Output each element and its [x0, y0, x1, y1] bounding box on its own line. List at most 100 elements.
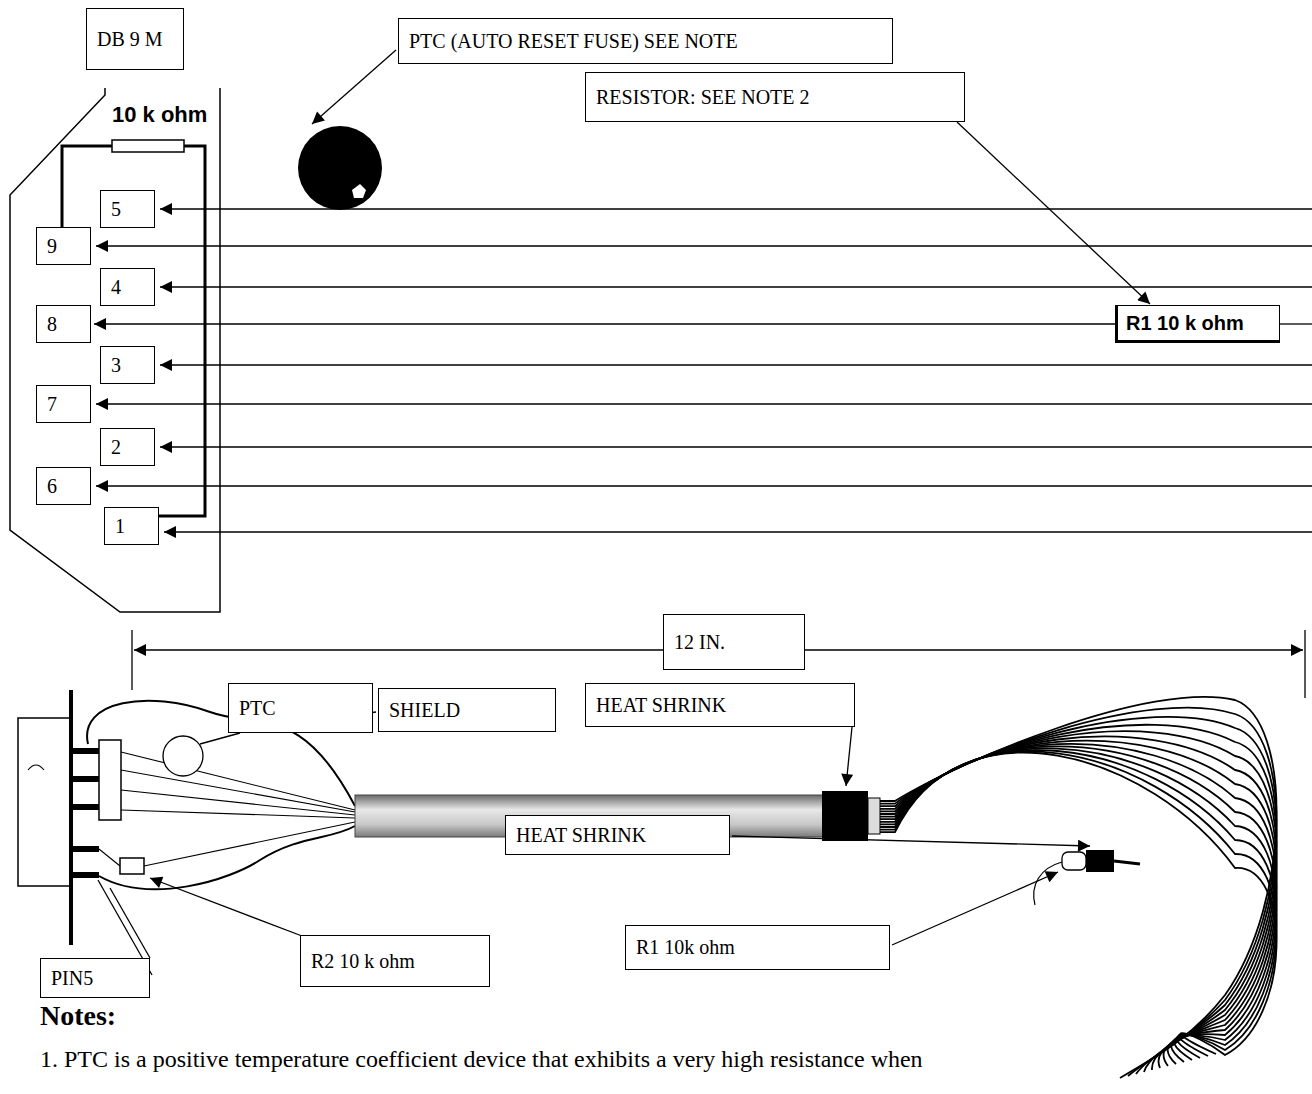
ptc-highlight [352, 184, 366, 198]
connector [94, 323, 1115, 324]
pin-number: 6 [36, 467, 91, 505]
resistor-symbol [112, 140, 184, 152]
wire [121, 810, 355, 818]
callout-box: HEAT SHRINK [585, 683, 855, 727]
connector-flange [69, 690, 73, 945]
callout-box: PTC (AUTO RESET FUSE) SEE NOTE [398, 18, 893, 64]
pin-wire [1280, 323, 1312, 324]
callout-box: RESISTOR: SEE NOTE 2 [585, 72, 965, 122]
pin-wire [160, 446, 1312, 447]
r2-resistor [120, 858, 144, 874]
wire [880, 753, 1277, 1055]
pin-number: 7 [36, 385, 91, 423]
wire [880, 736, 1277, 1068]
box-text: PTC [239, 697, 276, 720]
leader-line [732, 836, 1090, 846]
note-text: 1. PTC is a positive temperature coeffic… [40, 1046, 923, 1073]
r1-resistor [1062, 852, 1086, 870]
wire [99, 849, 120, 866]
pin-wire [96, 485, 1312, 486]
leader-line [846, 727, 852, 786]
box-text: 9 [47, 235, 57, 258]
box-text: DB 9 M [97, 28, 163, 51]
callout-box: R1 10k ohm [625, 925, 890, 970]
wire [880, 708, 1277, 1076]
heat-shrink [1086, 850, 1114, 872]
connector-shell [18, 718, 70, 886]
box-text: HEAT SHRINK [596, 694, 726, 717]
pin-number: 2 [100, 428, 155, 466]
pin-number: 5 [100, 190, 155, 228]
pin-number: 3 [100, 346, 155, 384]
pin-wire [160, 286, 1312, 287]
pin-contact [73, 846, 99, 852]
wire [880, 751, 1277, 1056]
leader-line [312, 50, 396, 124]
callout-box: SHIELD [378, 688, 556, 732]
wire [1114, 861, 1140, 864]
dimension-tick [1304, 630, 1305, 698]
connector-label: DB 9 M [86, 8, 184, 70]
callout-box: PTC [228, 683, 373, 733]
wire [880, 746, 1277, 1062]
resistor-wire [159, 146, 205, 516]
box-text: 8 [47, 313, 57, 336]
resistor-value: 10 k ohm [112, 102, 207, 128]
box-text: HEAT SHRINK [516, 824, 646, 847]
wire [121, 770, 355, 812]
box-text: 6 [47, 475, 57, 498]
solder-block [99, 740, 121, 820]
callout-box: R2 10 k ohm [300, 935, 490, 987]
box-text: 5 [111, 198, 121, 221]
leader-line [110, 888, 150, 958]
wire [880, 731, 1277, 1070]
wire [880, 725, 1277, 1072]
box-text: RESISTOR: SEE NOTE 2 [596, 86, 810, 109]
resistor-box: R1 10 k ohm [1115, 305, 1280, 343]
box-text: R1 10 k ohm [1126, 312, 1244, 335]
connector [957, 122, 1150, 304]
dimension-tick [131, 630, 132, 690]
pin-wire [164, 531, 1312, 532]
wire [880, 744, 1277, 1064]
shield-wire [99, 826, 355, 889]
wire [144, 822, 355, 866]
wire [121, 752, 355, 810]
callout-box: HEAT SHRINK [505, 815, 730, 855]
box-text: R1 10k ohm [636, 936, 735, 959]
pin-contact [73, 776, 99, 782]
wire [1034, 862, 1062, 905]
wire [880, 750, 1277, 1058]
pin-contact [73, 804, 99, 810]
box-text: 3 [111, 354, 121, 377]
box-text: 12 IN. [674, 631, 725, 654]
box-text: 2 [111, 436, 121, 459]
pin-number: 8 [36, 305, 91, 343]
cable-end [868, 798, 880, 834]
box-text: 1 [115, 515, 125, 538]
pin-wire [160, 364, 1312, 365]
connector-outline [10, 88, 220, 612]
pin-number: 1 [104, 507, 159, 545]
pin-contact [73, 748, 99, 754]
ptc-symbol [163, 736, 203, 776]
pin-contact [73, 872, 99, 878]
heat-shrink [822, 791, 868, 841]
box-text: 7 [47, 393, 57, 416]
notes-heading: Notes: [40, 1000, 116, 1032]
wire [880, 741, 1277, 1066]
box-text: R2 10 k ohm [311, 950, 415, 973]
box-text: PTC (AUTO RESET FUSE) SEE NOTE [409, 30, 738, 53]
box-text: SHIELD [389, 699, 460, 722]
wire [880, 748, 1277, 1060]
pin-wire [96, 245, 1312, 246]
leader-line [200, 733, 240, 744]
box-text: 4 [111, 276, 121, 299]
leader-line [892, 872, 1058, 945]
callout-box: PIN5 [40, 958, 150, 998]
box-text: PIN5 [51, 967, 93, 990]
wire [880, 717, 1277, 1074]
ptc-symbol [298, 126, 382, 210]
pin-number: 4 [100, 268, 155, 306]
pin-wire [96, 403, 1312, 404]
